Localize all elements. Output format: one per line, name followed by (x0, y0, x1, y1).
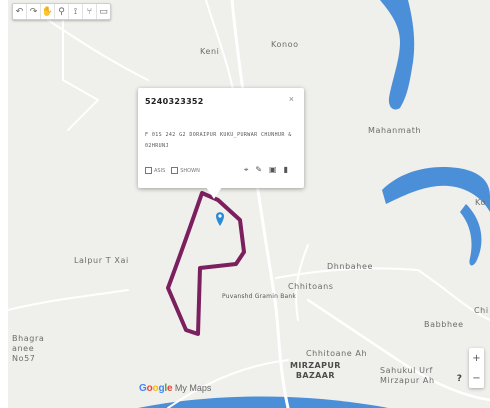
map-canvas[interactable] (8, 0, 490, 408)
place-label-bhagra: Bhagra anee No57 (12, 334, 45, 363)
place-label-chhitoans: Chhitoans (288, 282, 334, 291)
road-main (230, 0, 290, 408)
popup-options: ASIS SHOWN (145, 167, 200, 174)
place-label-chi: Chi (474, 306, 489, 315)
camera-icon[interactable]: ▣ (269, 165, 277, 174)
river-top-right (380, 0, 415, 110)
location-marker-icon[interactable] (216, 212, 224, 226)
delete-icon[interactable]: ▮ (283, 165, 288, 174)
place-label-bank: Puvanshd Gramin Bank (222, 293, 297, 300)
place-label-konoo: Konoo (271, 40, 299, 49)
place-label-dhnbahee: Dhnbahee (327, 262, 373, 271)
road-southeast (306, 298, 490, 402)
style-icon[interactable]: ⌖ (243, 165, 249, 174)
popup-description: F 01S 242 G2 DORAIPUR KUKU_PURWAR CHUNHU… (145, 132, 292, 149)
help-icon[interactable]: ? (456, 374, 462, 384)
checkbox-icon (171, 167, 179, 174)
draw-line-icon[interactable]: ⟟ (69, 4, 83, 19)
place-label-lalpur: Lalpur T Xai (74, 256, 129, 265)
river-bottom (138, 396, 388, 408)
zoom-in-button[interactable]: + (472, 352, 481, 364)
popup-checkbox-1-label: ASIS (154, 167, 166, 174)
place-label-mirzapur-bazaar: MIRZAPUR BAZAAR (290, 361, 341, 380)
google-logo: Google (139, 383, 173, 394)
hand-icon[interactable]: ✋ (41, 4, 55, 19)
road-lower-left (8, 289, 129, 311)
river-right-curve (382, 166, 490, 212)
roads (8, 0, 490, 408)
popup-checkbox-1[interactable]: ASIS (145, 167, 165, 174)
zoom-out-button[interactable]: − (472, 372, 481, 384)
google-my-maps-logo[interactable]: Google My Maps (139, 383, 211, 394)
popup-checkbox-2[interactable]: SHOWN (171, 167, 200, 174)
road-right (417, 269, 490, 321)
road-left-grid (62, 19, 100, 131)
edit-icon[interactable]: ✎ (255, 165, 263, 174)
feature-info-popup: 5240323352 × F 01S 242 G2 DORAIPUR KUKU_… (138, 88, 304, 188)
map-toolbar: ↶ ↷ ✋ ⚲ ⟟ ⑂ ▭ (12, 3, 111, 20)
road-east (275, 267, 419, 279)
place-label-chhitoane-ah: Chhitoane Ah (306, 349, 368, 358)
river-right-bend (460, 204, 482, 266)
directions-icon[interactable]: ⑂ (83, 4, 97, 19)
land-background (8, 0, 490, 408)
popup-title: 5240323352 (145, 97, 204, 106)
popup-checkbox-2-label: SHOWN (180, 167, 200, 174)
popup-actions: ⌖ ✎ ▣ ▮ (244, 165, 288, 175)
redo-icon[interactable]: ↷ (27, 4, 41, 19)
ruler-icon[interactable]: ▭ (99, 6, 108, 17)
undo-icon[interactable]: ↶ (13, 4, 27, 19)
place-label-babbhee: Babbhee (424, 320, 464, 329)
close-icon[interactable]: × (288, 94, 294, 104)
zoom-control: + − (469, 348, 484, 388)
place-label-sahukul: Sahukul Urf Mirzapur Ah (380, 366, 435, 385)
road-south (167, 359, 289, 408)
road-mid (295, 244, 309, 321)
place-label-mahanmath: Mahanmath (368, 126, 422, 135)
place-label-ko: Ko (475, 198, 486, 207)
marker-icon[interactable]: ⚲ (55, 4, 69, 19)
product-name: My Maps (174, 383, 212, 393)
road-west (47, 19, 149, 81)
checkbox-icon (145, 167, 152, 174)
plot-boundary[interactable] (166, 191, 246, 336)
popup-pointer (206, 187, 222, 199)
place-label-keni: Keni (200, 47, 220, 56)
